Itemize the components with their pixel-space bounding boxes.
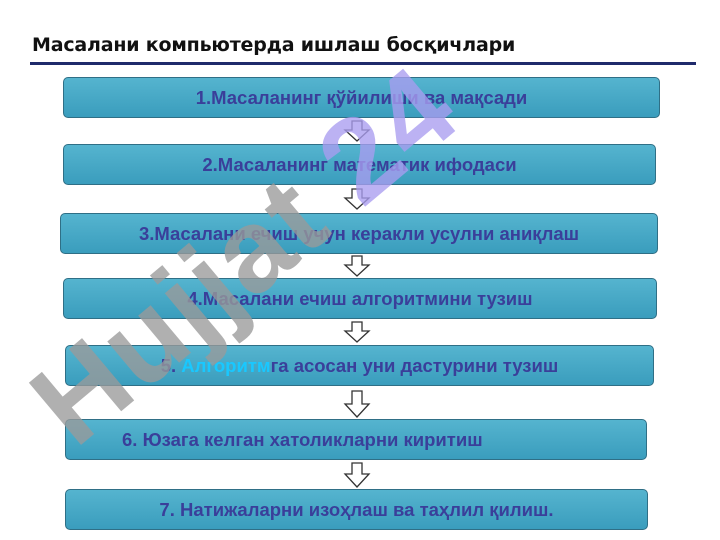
- step-3-label: 3.Масалани ечиш учун керакли усулни аниқ…: [138, 222, 580, 244]
- down-arrow-icon: [343, 255, 371, 277]
- down-arrow-icon: [343, 321, 371, 343]
- step-6-label: 6. Юзага келган хатоликларни киритиш: [122, 428, 483, 450]
- step-5-prefix: 5.: [160, 354, 182, 376]
- step-5-label: 5. Алгоритмга асосан уни дастурини тузиш: [161, 355, 559, 377]
- step-2-box: 2.Масаланинг математик ифодаси: [63, 144, 656, 185]
- step-7-label: 7. Натижаларни изоҳлаш ва таҳлил қилиш.: [159, 498, 554, 520]
- step-4-label: 4.Масалани ечиш алгоритмини тузиш: [187, 287, 533, 309]
- step-1-label: 1.Масаланинг қўйилиши ва мақсади: [195, 86, 528, 108]
- step-7-box: 7. Натижаларни изоҳлаш ва таҳлил қилиш.: [65, 489, 648, 530]
- step-5-rest: га асосан уни дастурини тузиш: [270, 354, 559, 376]
- watermark-number: 24: [294, 41, 482, 229]
- step-5-box: 5. Алгоритмга асосан уни дастурини тузиш: [65, 345, 654, 386]
- step-4-box: 4.Масалани ечиш алгоритмини тузиш: [63, 278, 657, 319]
- step-5-highlight: Алгоритм: [181, 354, 271, 376]
- page-title: Масалани компьютерда ишлаш босқичлари: [32, 34, 516, 56]
- down-arrow-icon: [343, 188, 371, 210]
- down-arrow-icon: [343, 462, 371, 488]
- title-underline: [30, 62, 696, 65]
- step-6-box: 6. Юзага келган хатоликларни киритиш: [65, 419, 647, 460]
- step-3-box: 3.Масалани ечиш учун керакли усулни аниқ…: [60, 213, 658, 254]
- step-1-box: 1.Масаланинг қўйилиши ва мақсади: [63, 77, 660, 118]
- step-2-label: 2.Масаланинг математик ифодаси: [202, 153, 517, 175]
- down-arrow-icon: [343, 390, 371, 418]
- down-arrow-icon: [343, 120, 371, 142]
